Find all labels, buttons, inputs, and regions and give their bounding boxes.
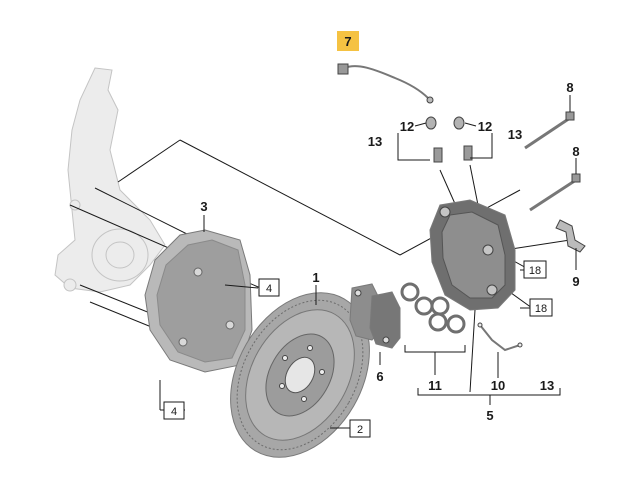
label-13-bottom: 13 bbox=[540, 378, 554, 393]
label-3: 3 bbox=[200, 199, 207, 214]
box-18-upper bbox=[523, 260, 547, 279]
bleed-screws-part bbox=[425, 116, 473, 163]
label-12-left: 12 bbox=[400, 119, 414, 134]
callout-labels: 7 3 1 6 8 8 9 10 11 13 5 12 12 13 13 4 4… bbox=[163, 31, 580, 438]
label-9: 9 bbox=[572, 274, 579, 289]
label-18-lower: 18 bbox=[535, 303, 547, 315]
label-8-top: 8 bbox=[566, 80, 573, 95]
wear-sensor-part bbox=[337, 63, 434, 104]
box-2 bbox=[349, 419, 371, 438]
label-12-right: 12 bbox=[478, 119, 492, 134]
mounting-bolts-part bbox=[524, 111, 581, 212]
label-1: 1 bbox=[312, 270, 319, 285]
label-13-left: 13 bbox=[368, 134, 382, 149]
label-8-bottom: 8 bbox=[572, 144, 579, 159]
label-6: 6 bbox=[376, 369, 383, 384]
label-4-upper: 4 bbox=[266, 283, 272, 295]
seal-rings-part bbox=[400, 282, 466, 334]
highlight-box bbox=[337, 31, 359, 51]
steering-knuckle-ghost bbox=[54, 67, 166, 293]
box-18-lower bbox=[529, 298, 553, 317]
label-7: 7 bbox=[344, 34, 351, 49]
brake-pads-part bbox=[349, 283, 401, 349]
label-11: 11 bbox=[428, 378, 442, 393]
label-10: 10 bbox=[491, 378, 505, 393]
label-4-lower: 4 bbox=[171, 406, 177, 418]
label-5: 5 bbox=[486, 408, 493, 423]
spring-clip-part bbox=[555, 219, 586, 253]
box-4-upper bbox=[258, 278, 280, 297]
label-2: 2 bbox=[357, 424, 363, 436]
brake-caliper-part bbox=[429, 199, 516, 311]
dust-shield-part bbox=[144, 229, 253, 373]
label-13-right: 13 bbox=[508, 127, 522, 142]
box-4-lower bbox=[163, 401, 185, 420]
bracket-part bbox=[477, 322, 523, 352]
brake-disc-part bbox=[230, 292, 370, 458]
label-18-upper: 18 bbox=[529, 265, 541, 277]
callout-leaders bbox=[159, 95, 577, 429]
